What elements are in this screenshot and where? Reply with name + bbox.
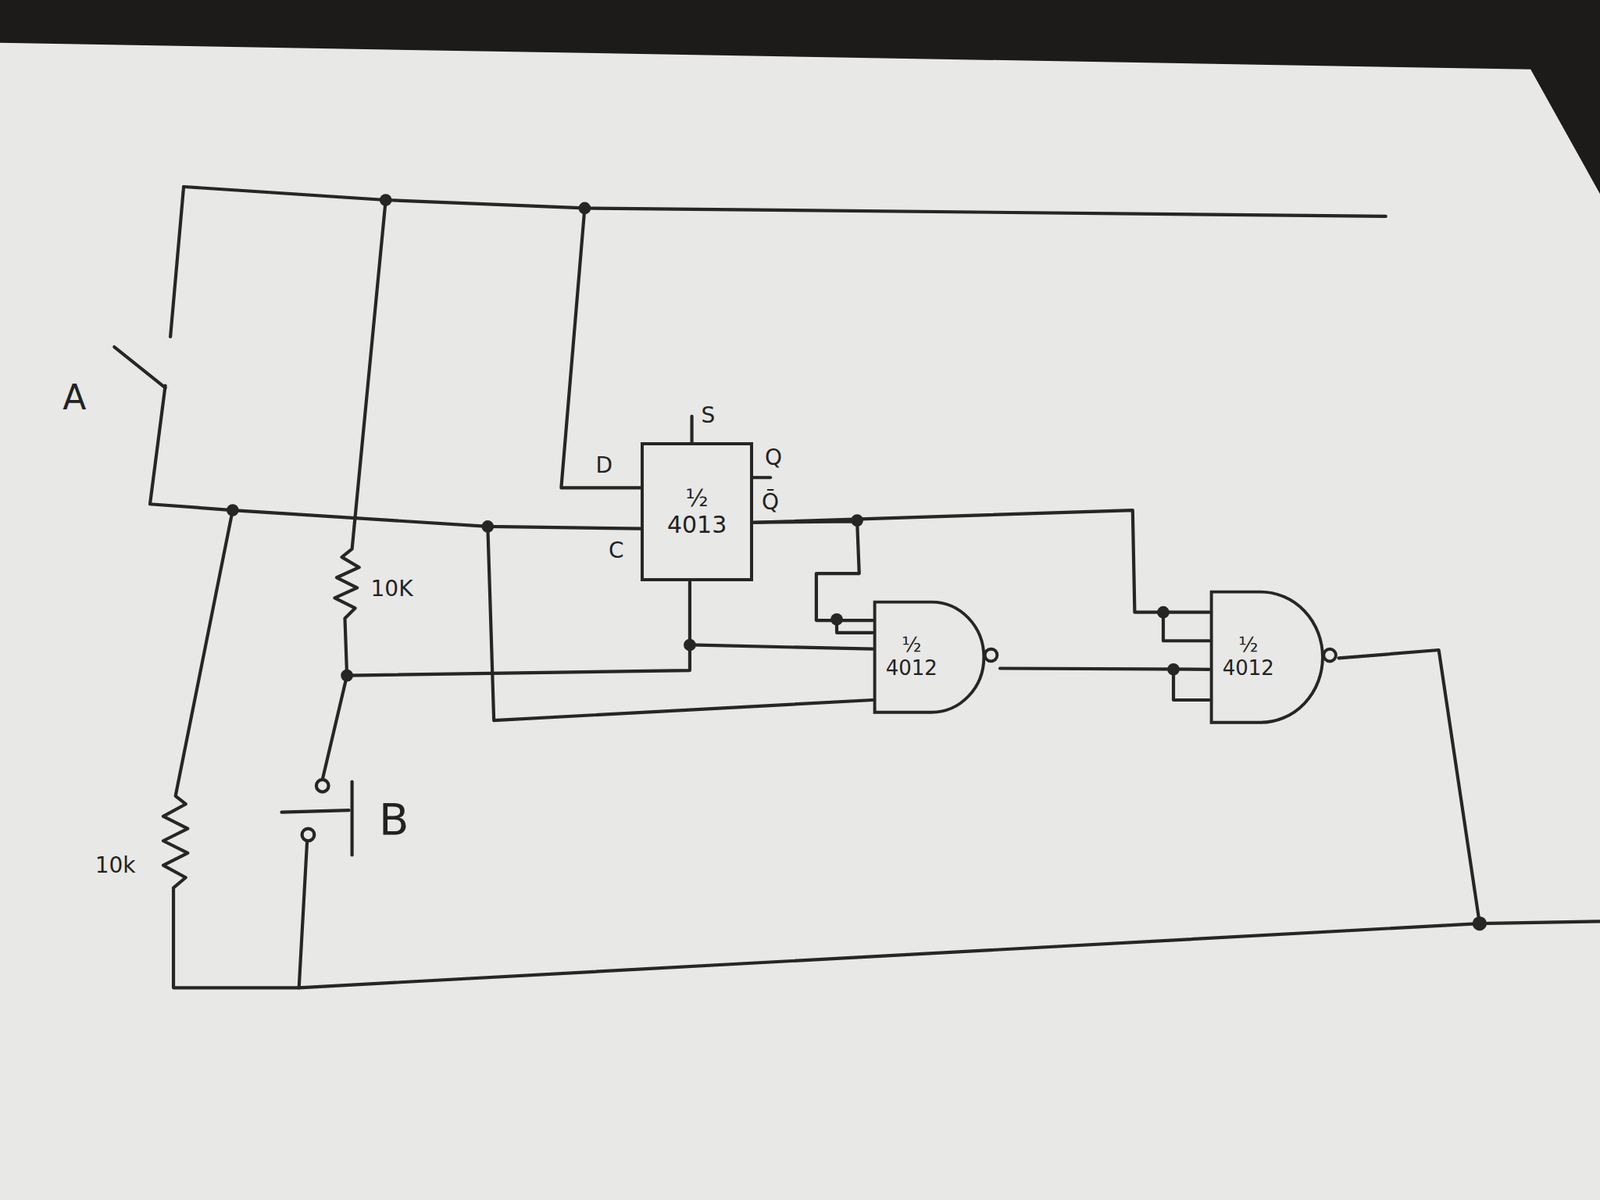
pin-name: Q: [764, 446, 783, 469]
tied-input-wire: [1163, 612, 1210, 642]
pin-name: S: [701, 404, 716, 427]
pin-name: Q̄: [761, 491, 779, 514]
junction-dot: [379, 193, 393, 207]
pin-name: D: [595, 454, 613, 477]
switch-wire: [170, 186, 184, 337]
inversion-bubble: [1323, 649, 1336, 662]
nand-gate: ½ 4012: [872, 600, 1000, 715]
ground-rail: [163, 510, 1600, 988]
nand-gate: ½ 4012: [1209, 589, 1340, 725]
junction-dots: [226, 193, 1487, 931]
button-contact: [302, 828, 315, 842]
signal-wire: [689, 581, 873, 649]
gate-body: [874, 602, 984, 713]
tied-input-wire: [1173, 669, 1210, 700]
signal-wire: [753, 510, 1210, 613]
signal-wire: [1000, 668, 1210, 670]
junction-dot: [1472, 916, 1487, 931]
data-wire: [560, 207, 641, 488]
resistor-value: 10k: [95, 854, 136, 877]
button-wire: [299, 840, 308, 988]
output-wire: [1339, 650, 1480, 924]
resistor-symbol: [334, 200, 386, 676]
signal-wire: [753, 521, 873, 621]
supply-rail: [183, 186, 1386, 217]
button-label: B: [378, 797, 409, 842]
junction-dot: [226, 503, 240, 517]
clock-to-gate-wire: [487, 526, 872, 721]
set-pin: [689, 416, 693, 443]
pushbutton-symbol: [350, 781, 354, 855]
chip-label: ½ 4012: [883, 633, 940, 681]
table-background: [0, 0, 1600, 194]
reset-wire: [346, 644, 690, 675]
pushbutton-symbol: [281, 810, 349, 813]
junction-dot: [340, 669, 354, 683]
junction-dot: [578, 202, 592, 215]
q-pin: [753, 475, 771, 479]
resistor-value: 10K: [371, 578, 414, 600]
switch-lever: [114, 346, 165, 388]
junction-dot: [481, 520, 494, 533]
gate-body: [1210, 592, 1322, 723]
chip-label: ½ 4013: [664, 485, 730, 540]
inversion-bubble: [984, 649, 997, 662]
button-contact: [316, 779, 329, 793]
pin-name: C: [608, 539, 625, 562]
button-wire: [322, 675, 347, 780]
chip-label: ½ 4012: [1220, 633, 1277, 681]
switch-label: A: [62, 380, 86, 415]
wire-group: [114, 186, 1600, 988]
flip-flop-box: ½ 4013: [640, 442, 754, 583]
